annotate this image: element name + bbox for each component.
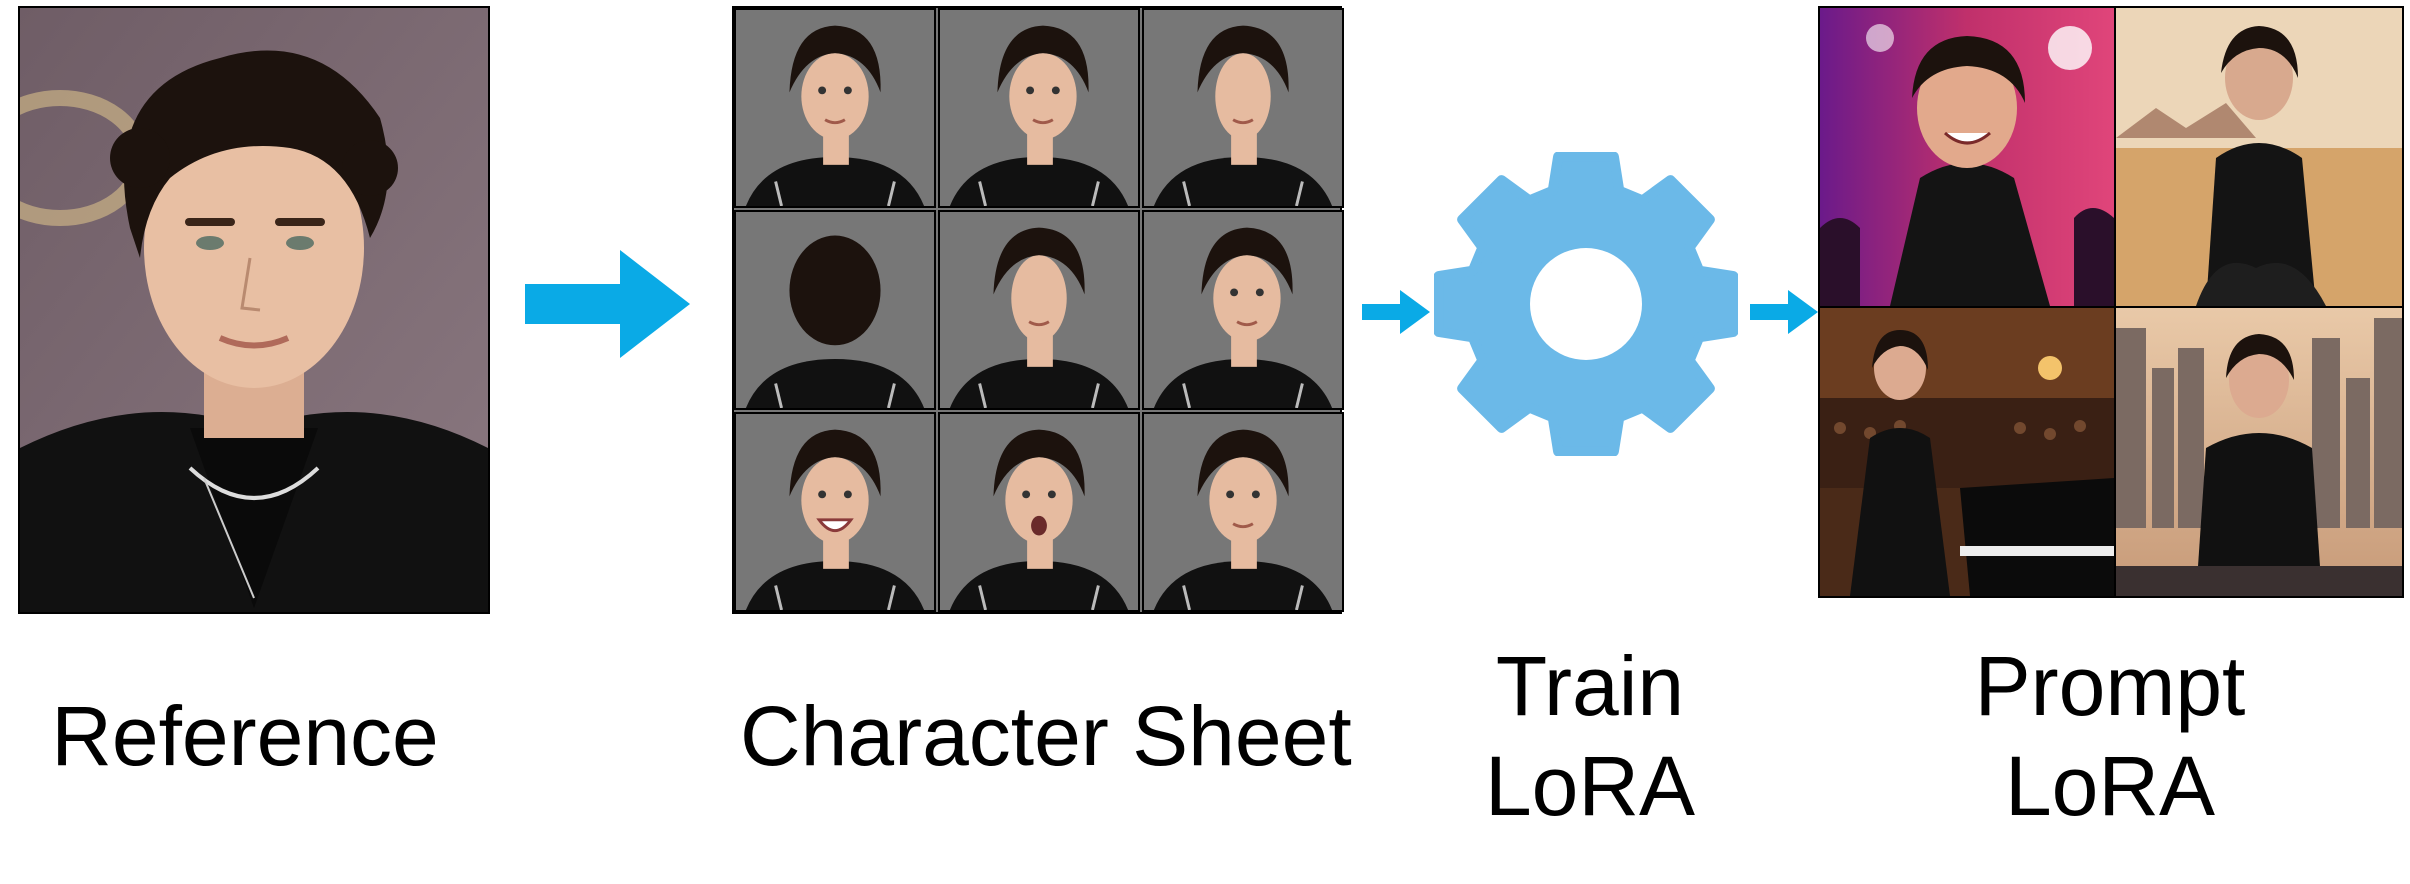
label-prompt-line2: LoRA: [2004, 739, 2216, 833]
label-train-line1: Train: [1495, 639, 1685, 733]
scene-concert-hall-piano: [1820, 308, 2114, 596]
label-character-sheet: Character Sheet: [740, 689, 1352, 783]
scene-desert: [2116, 8, 2402, 306]
scene-city-rooftop: [2116, 308, 2402, 596]
arrow-sheet-to-train: [1362, 290, 1430, 334]
sheet-cell-front-view: [734, 8, 936, 208]
sheet-cell-back-view: [734, 210, 936, 410]
sheet-cell-surprised-expression: [938, 412, 1140, 612]
sheet-cell-left-profile-view: [938, 210, 1140, 410]
scene-concert-stage: [1820, 8, 2114, 306]
gear-hole: [1530, 248, 1642, 360]
sheet-cell-neutral-expression: [1142, 412, 1344, 612]
sheet-cell-three-quarter-view: [938, 8, 1140, 208]
sheet-cell-over-shoulder-view: [1142, 210, 1344, 410]
arrow-reference-to-sheet: [525, 250, 690, 358]
sheet-cell-side-view: [1142, 8, 1344, 208]
sheet-cell-smiling-expression: [734, 412, 936, 612]
label-prompt-line1: Prompt: [1974, 639, 2246, 733]
label-reference: Reference: [51, 689, 439, 783]
reference-photo: [18, 6, 490, 614]
prompt-output-grid: [1818, 6, 2404, 598]
arrow-train-to-prompt: [1750, 290, 1818, 334]
gear-icon: [1434, 152, 1738, 456]
label-train-line2: LoRA: [1484, 739, 1696, 833]
